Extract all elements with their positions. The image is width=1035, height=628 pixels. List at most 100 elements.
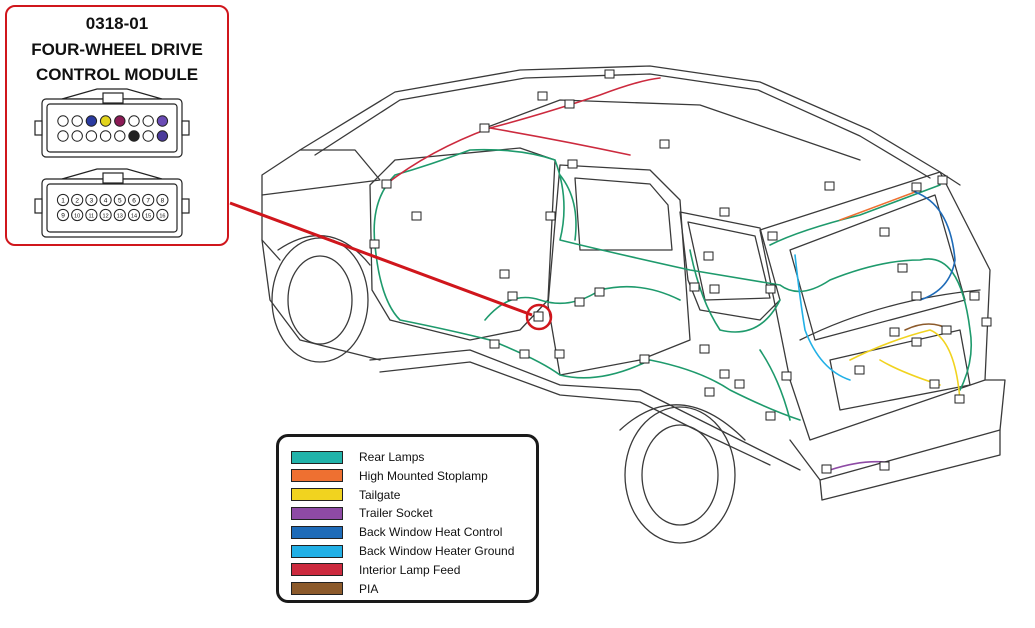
callout-leader-line — [229, 201, 533, 317]
connector-pin — [71, 208, 84, 222]
rear-door-opening — [547, 164, 691, 376]
connector-pin — [128, 115, 140, 127]
connector-pin — [113, 193, 126, 207]
connector-pin — [99, 130, 112, 142]
connector-pin — [57, 115, 69, 127]
legend-label: Back Window Heater Ground — [359, 544, 515, 558]
pin-number-label: 5 — [118, 197, 122, 204]
connector-pin — [57, 130, 69, 142]
roof-inner — [314, 73, 931, 179]
module-name-line1: FOUR-WHEEL DRIVE — [31, 40, 203, 59]
connector-pin — [142, 130, 154, 142]
harness-high-mounted-stoplamp — [839, 191, 916, 221]
connector-pin — [114, 130, 126, 142]
legend-label: Rear Lamps — [359, 450, 425, 464]
connector-pin — [99, 193, 112, 207]
harness-trailer-socket — [829, 460, 886, 471]
pin-number-label: 15 — [145, 213, 151, 219]
harness-connectors — [369, 69, 992, 474]
legend-item: PIA — [291, 582, 378, 596]
connector-pin — [85, 115, 98, 127]
harness-back-window-heat-control — [914, 191, 956, 301]
rear-wheel — [624, 406, 736, 544]
connector-pin — [71, 130, 83, 142]
connector-pin — [99, 208, 112, 222]
connector-pin — [142, 208, 155, 222]
pin-number-label: 2 — [75, 197, 79, 204]
connector-pin — [114, 115, 126, 127]
pin-number-label: 3 — [90, 197, 94, 204]
connector-pin — [71, 115, 83, 127]
legend-item: Trailer Socket — [291, 506, 433, 520]
connector-pin — [142, 115, 154, 127]
module-code: 0318-01 — [85, 14, 149, 33]
connector-pin — [156, 130, 169, 142]
legend-label: Interior Lamp Feed — [359, 562, 461, 577]
legend-item: Rear Lamps — [291, 450, 424, 464]
legend-swatch — [291, 563, 343, 577]
pin-number-label: 16 — [159, 213, 165, 219]
legend-label: High Mounted Stoplamp — [359, 468, 488, 483]
quarter-window — [679, 211, 781, 321]
connector-pin — [156, 193, 169, 207]
legend-label: Tailgate — [359, 487, 401, 502]
connector-pin — [85, 193, 98, 207]
pin-number-label: 12 — [103, 213, 109, 219]
harness-interior-lamp-feed — [384, 77, 661, 186]
legend-label: PIA — [359, 581, 379, 596]
legend-label: Trailer Socket — [359, 506, 433, 521]
pin-number-label: 11 — [89, 213, 95, 219]
connector-callout: 0318-01 FOUR-WHEEL DRIVE CONTROL MODULE — [5, 5, 229, 246]
pin-number-label: 8 — [161, 197, 165, 204]
legend-item: Interior Lamp Feed — [291, 563, 460, 577]
harness-main — [373, 148, 973, 391]
connector-pin — [71, 193, 84, 207]
legend-swatch — [291, 544, 343, 558]
connector-pin — [99, 115, 112, 127]
pin-number-label: 4 — [104, 197, 108, 204]
front-body — [261, 239, 381, 361]
connector-pin — [85, 208, 98, 222]
legend-swatch — [291, 525, 343, 539]
front-pin-grid — [57, 115, 169, 142]
module-name-line2: CONTROL MODULE — [35, 65, 199, 84]
front-wheel — [271, 237, 369, 363]
module-location-marker — [525, 303, 553, 331]
legend-swatch — [291, 506, 343, 520]
rear-window — [789, 194, 966, 341]
pin-number-label: 9 — [61, 212, 65, 219]
legend-item: Tailgate — [291, 488, 400, 502]
pin-number-label: 14 — [131, 213, 137, 219]
connector-pin — [127, 193, 141, 207]
connector-pin — [85, 130, 98, 142]
connector-pin — [113, 208, 126, 222]
connector-pin — [128, 130, 140, 142]
pin-number-label: 1 — [61, 197, 65, 204]
rocker-panel — [369, 349, 801, 471]
connector-pin — [56, 208, 70, 222]
harness-back-window-heater-ground — [794, 254, 851, 381]
pin-number-label: 10 — [74, 213, 80, 219]
legend-swatch — [291, 450, 343, 464]
legend-swatch — [291, 488, 343, 502]
legend-swatch — [291, 582, 343, 596]
legend-label: Back Window Heat Control — [359, 525, 503, 540]
connector-pin — [56, 193, 70, 207]
connector-pin — [156, 208, 169, 222]
pin-number-label: 7 — [146, 197, 150, 204]
roof-outline — [299, 65, 961, 186]
legend-item: Back Window Heater Ground — [291, 544, 514, 558]
legend-swatch — [291, 469, 343, 483]
hood-outline — [261, 149, 381, 196]
legend-item: Back Window Heat Control — [291, 525, 502, 539]
connector-pin — [142, 193, 155, 207]
legend-item: High Mounted Stoplamp — [291, 469, 488, 483]
connector-pin — [127, 208, 141, 222]
pin-number-label: 6 — [132, 197, 136, 204]
pin-number-label: 13 — [117, 213, 123, 219]
